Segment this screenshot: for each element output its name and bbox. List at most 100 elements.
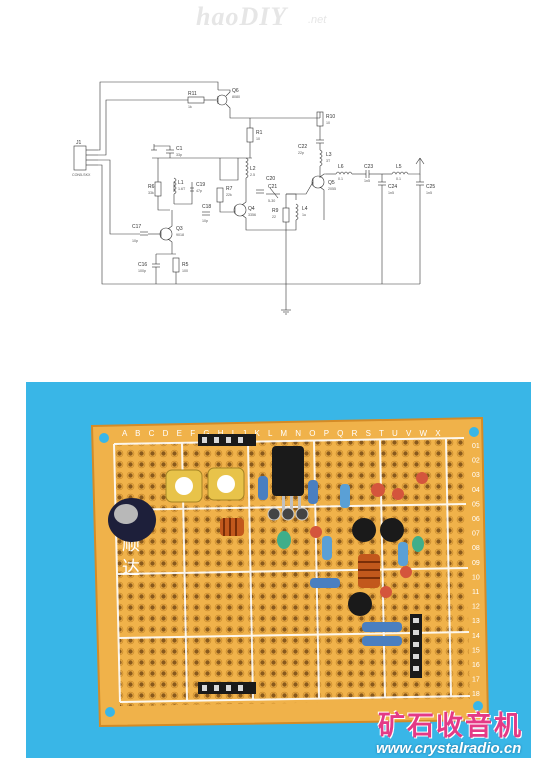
- label-q5: Q5: [328, 180, 335, 186]
- label-c17: C17: [132, 224, 141, 230]
- transistor-q5: [348, 592, 372, 616]
- label-q4: Q4: [248, 206, 255, 212]
- value-r7: 22k: [226, 193, 232, 197]
- label-c16: C16: [138, 262, 147, 268]
- value-r9: 22: [272, 215, 276, 219]
- board-top-letters: A B C D E F G H I J K L M N O P Q R S T …: [122, 429, 444, 438]
- label-c22: C22: [298, 144, 307, 150]
- value-l3: 3T: [326, 159, 331, 163]
- label-r5: R5: [182, 262, 189, 268]
- label-q6: Q6: [232, 88, 239, 94]
- value-r10: 10: [326, 121, 330, 125]
- label-c24: C24: [388, 184, 397, 190]
- label-c19: C19: [196, 182, 205, 188]
- board-row-number: 06: [472, 516, 480, 523]
- board-row-number: 01: [472, 443, 480, 450]
- board-row-number: 04: [472, 487, 480, 494]
- label-c18: C18: [202, 204, 211, 210]
- value-l6: 0.1: [338, 177, 343, 181]
- label-c23: C23: [364, 164, 373, 170]
- board-row-number: 14: [472, 633, 480, 640]
- board-row-number: 16: [472, 662, 480, 669]
- value-l1: 1.6T: [178, 187, 186, 191]
- watermark-brand: haoDIY: [196, 2, 288, 31]
- connector-j1-body: [73, 145, 87, 171]
- value-q6: 8080: [232, 95, 240, 99]
- label-c20: C20: [266, 176, 275, 182]
- board-row-number: 12: [472, 604, 480, 611]
- resistors: [258, 476, 408, 646]
- label-j1: J1: [76, 140, 82, 146]
- value-q5: 2055: [328, 187, 336, 191]
- board-row-number: 10: [472, 574, 480, 581]
- circuit-schematic: J1 CON5-SKX Q6 8080 R11 1k R10 10 R1 10 …: [70, 70, 460, 330]
- board-row-number: 18: [472, 691, 480, 698]
- value-l4: 1u: [302, 213, 306, 217]
- value-r11: 1k: [188, 105, 192, 109]
- brand-url: www.crystalradio.cn: [376, 740, 522, 757]
- label-l1: L1: [178, 180, 184, 186]
- value-l2: 2.5: [250, 173, 255, 177]
- board-row-number: 13: [472, 618, 480, 625]
- board-row-number: 09: [472, 560, 480, 567]
- value-r6: 33k: [148, 191, 154, 195]
- board-row-number: 02: [472, 458, 480, 465]
- brand-name: 矿石收音机: [378, 711, 523, 742]
- label-c21: C21: [268, 184, 277, 190]
- board-right-numbers: 01 02 03 04 05 06 07 08 09 10 11 12 13 14 15 16 17 18: [472, 443, 480, 698]
- board-row-number: 15: [472, 647, 480, 654]
- mount-hole-bl: [105, 707, 115, 717]
- label-r6: R6: [148, 184, 155, 190]
- label-l6: L6: [338, 164, 344, 170]
- board-row-number: 05: [472, 501, 480, 508]
- watermark-logo: haoDIY .net: [196, 2, 356, 46]
- mount-hole-tl: [99, 433, 109, 443]
- label-l4: L4: [302, 206, 308, 212]
- label-r10: R10: [326, 114, 335, 120]
- board-drawing: A B C D E F G H I J K L M N O P Q R S T …: [90, 416, 490, 728]
- label-r1: R1: [256, 130, 263, 136]
- label-l5: L5: [396, 164, 402, 170]
- value-r5: 100: [182, 269, 188, 273]
- value-c23: 1n5: [364, 179, 370, 183]
- label-c1: C1: [176, 146, 183, 152]
- coil-1: [220, 518, 244, 536]
- header-right-pins: [413, 618, 419, 671]
- value-c17: 10p: [132, 239, 138, 243]
- label-c25: C25: [426, 184, 435, 190]
- header-top-pins: [202, 437, 243, 443]
- value-c24: 1n5: [388, 191, 394, 195]
- ceramic-capacitors: [310, 472, 428, 598]
- green-capacitors: [277, 531, 424, 552]
- label-r11: R11: [188, 91, 197, 97]
- board-row-number: 08: [472, 545, 480, 552]
- transistor-q4: [380, 518, 404, 542]
- header-bottom-pins: [202, 685, 243, 691]
- value-q3: 9018: [176, 233, 184, 237]
- transistor-q3: [352, 518, 376, 542]
- value-l5: 0.1: [396, 177, 401, 181]
- schematic-drawing: J1 CON5-SKX Q6 8080 R11 1k R10 10 R1 10 …: [72, 81, 435, 315]
- power-transistor: [272, 446, 304, 496]
- value-c19: 47p: [196, 189, 202, 193]
- label-q3: Q3: [176, 226, 183, 232]
- board-row-number: 17: [472, 677, 480, 684]
- label-r9: R9: [272, 208, 279, 214]
- value-c1: 33p: [176, 153, 182, 157]
- board-row-number: 11: [472, 589, 479, 596]
- board-photo: A B C D E F G H I J K L M N O P Q R S T …: [26, 382, 531, 758]
- value-q4: 3356: [248, 213, 256, 217]
- value-c25: 1n5: [426, 191, 432, 195]
- value-c21: 5-30: [268, 199, 275, 203]
- label-l2: L2: [250, 166, 256, 172]
- board-row-number: 03: [472, 472, 480, 479]
- label-l3: L3: [326, 152, 332, 158]
- value-c18: 10p: [202, 219, 208, 223]
- mount-hole-tr: [469, 427, 479, 437]
- label-r7: R7: [226, 186, 233, 192]
- watermark-suffix: .net: [308, 14, 327, 26]
- value-r1: 10: [256, 137, 260, 141]
- mount-hole-br: [473, 701, 483, 711]
- board-row-number: 07: [472, 531, 480, 538]
- value-c16: 100p: [138, 269, 146, 273]
